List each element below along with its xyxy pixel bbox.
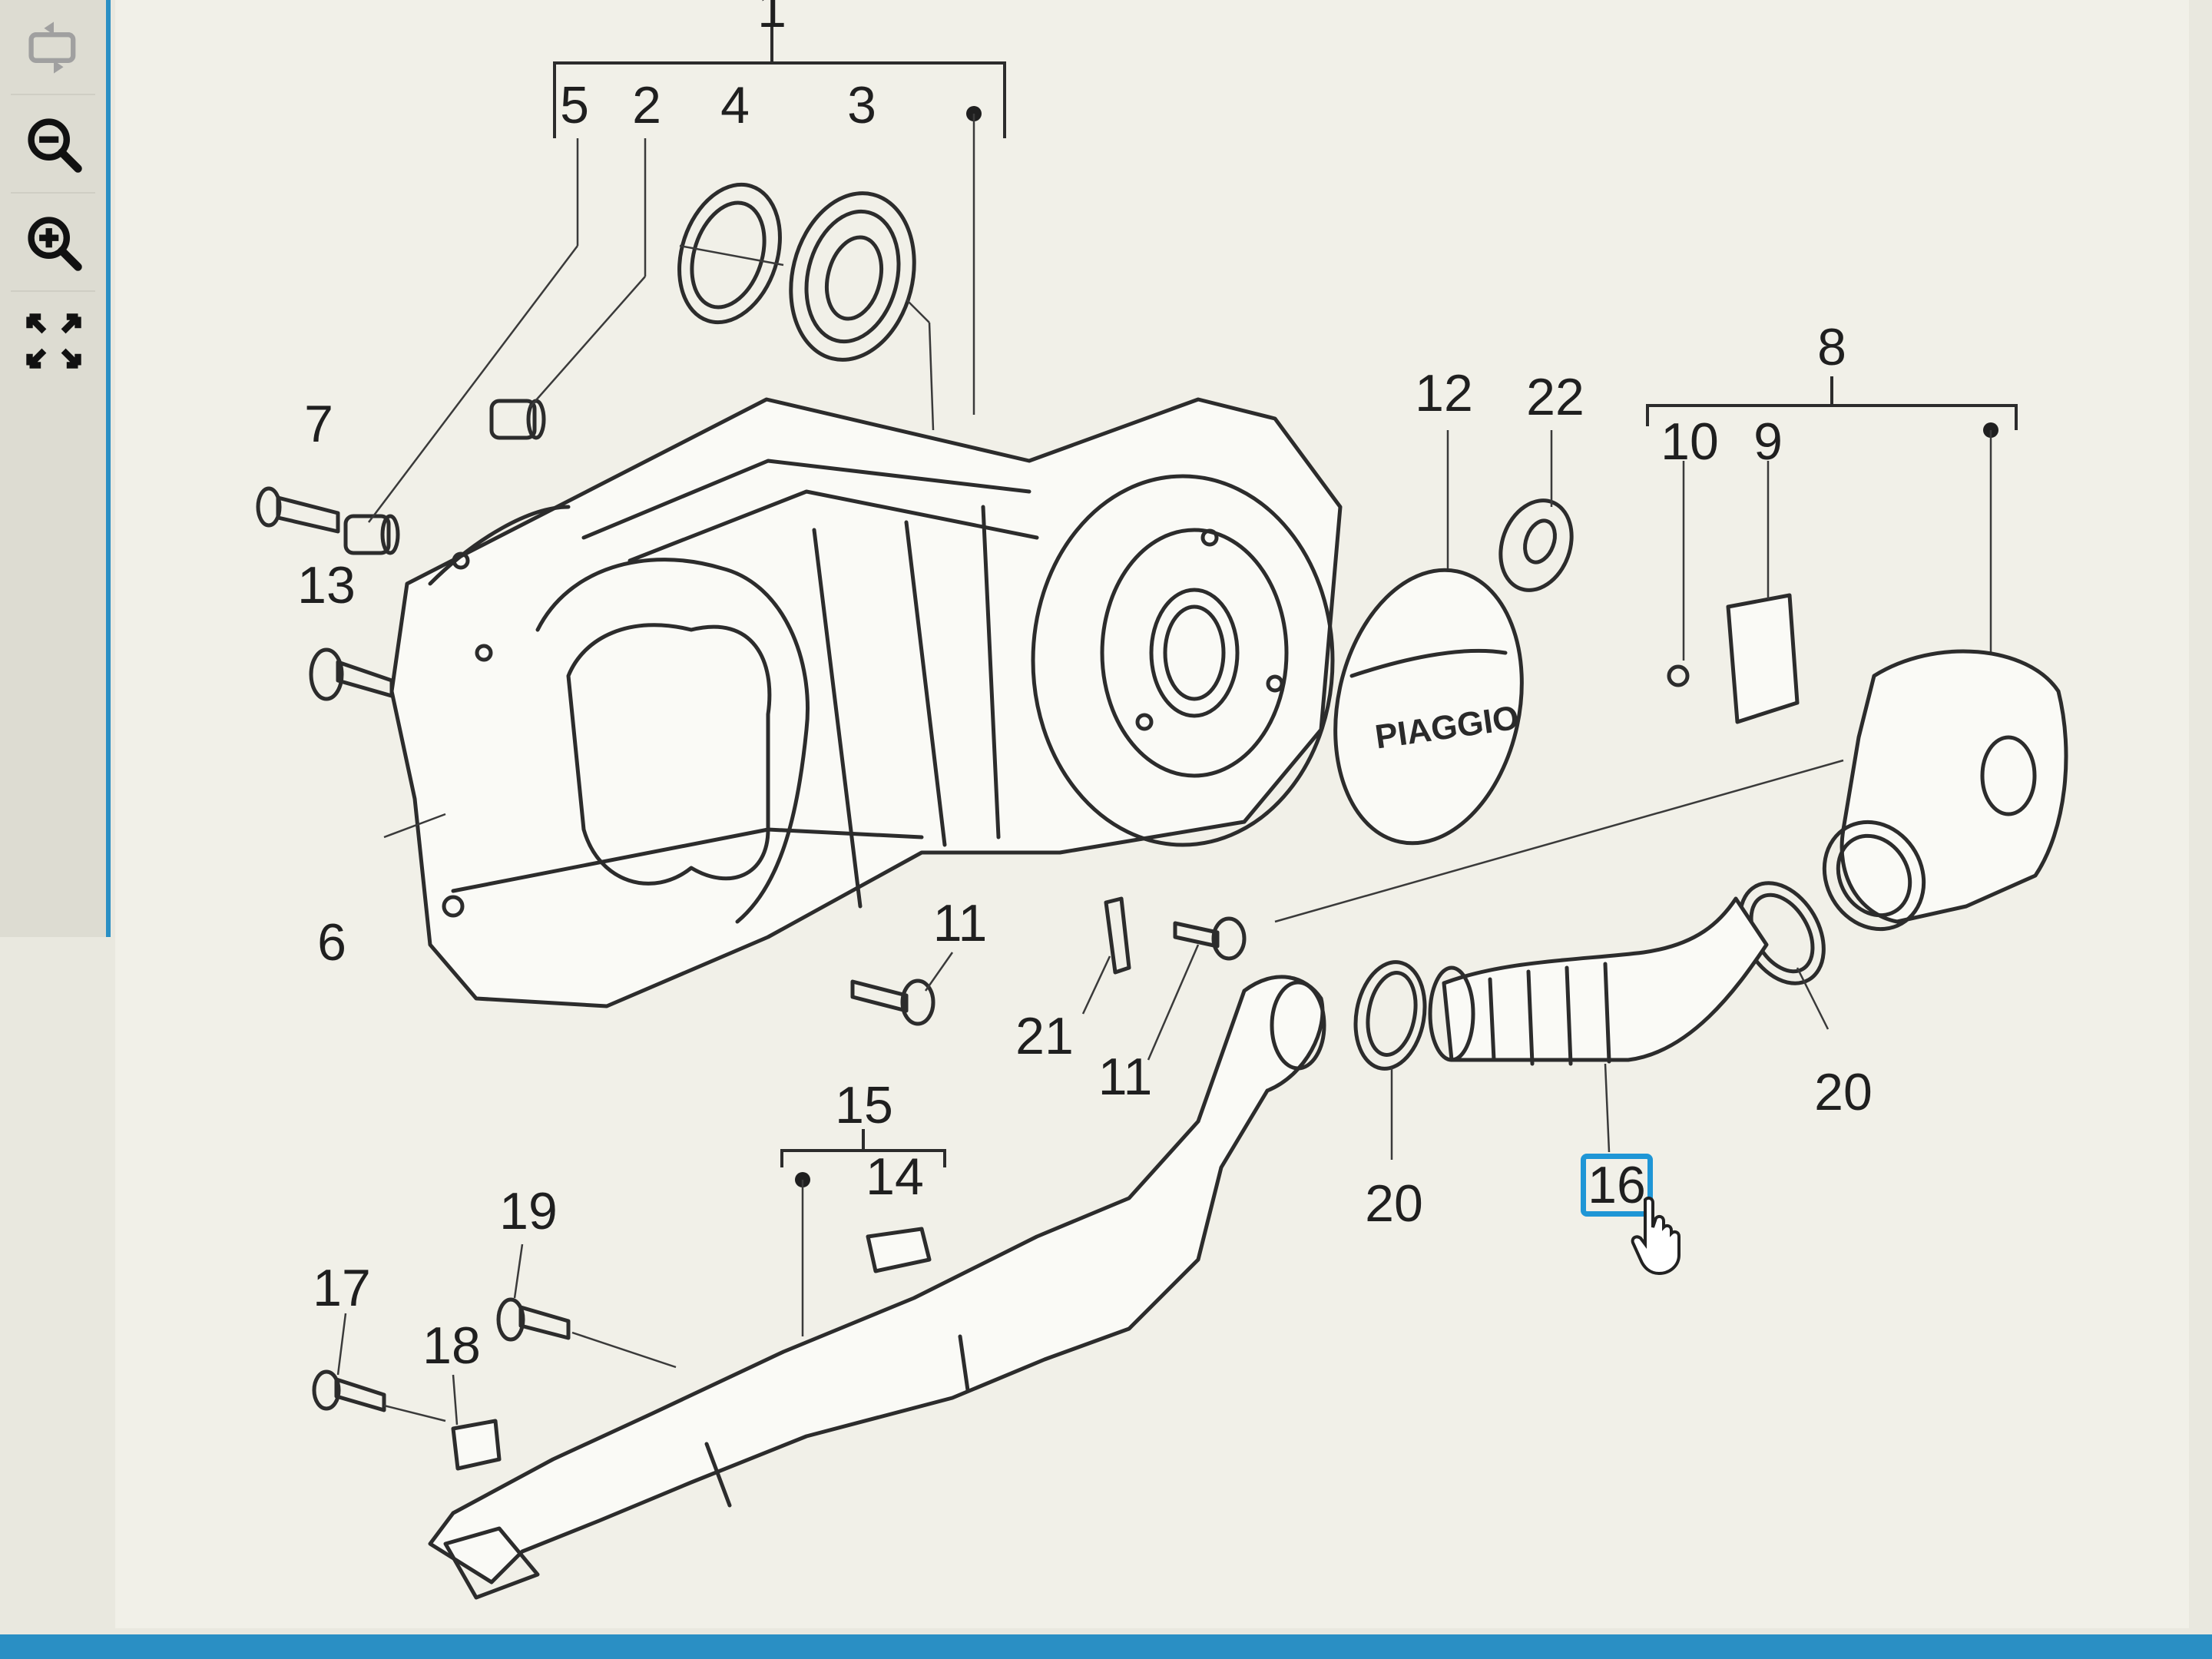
- nut-14: [866, 1227, 932, 1273]
- nut-18: [451, 1374, 502, 1471]
- callout-labels: 1 5 2 4 3 7 13 6 11 21 11 12 22 8 10 9 1…: [297, 0, 1873, 1375]
- label-22: 22: [1526, 368, 1584, 426]
- bracket-group-15: [780, 1129, 946, 1336]
- clip-21: [1081, 896, 1131, 1015]
- dowel-pins: [343, 138, 647, 555]
- leader-6: [383, 813, 446, 839]
- label-1: 1: [757, 0, 786, 38]
- label-18: 18: [422, 1316, 481, 1375]
- zoom-in-icon: [28, 217, 82, 271]
- label-16-selected[interactable]: 16: [1588, 1156, 1646, 1214]
- screw-11-upper: [1147, 916, 1247, 1061]
- hose-clamp-left: [1353, 960, 1427, 1160]
- label-14: 14: [866, 1147, 924, 1206]
- label-2: 2: [632, 76, 661, 134]
- fit-screen-button[interactable]: [17, 304, 91, 378]
- bracket-group-8: [1646, 376, 2018, 676]
- label-15: 15: [835, 1076, 893, 1134]
- hand-pointer-cursor-icon: [1631, 1196, 1681, 1276]
- rotate-icon: [28, 22, 76, 74]
- screw-17: [312, 1313, 446, 1422]
- label-10: 10: [1661, 412, 1719, 471]
- zoom-out-icon: [28, 118, 82, 173]
- bearing-part: [789, 191, 935, 431]
- label-13: 13: [297, 556, 356, 614]
- screw-7: [256, 486, 340, 534]
- air-duct-housing: [1822, 649, 2068, 932]
- label-17: 17: [313, 1259, 371, 1317]
- cooling-duct: [428, 975, 1326, 1600]
- screw-19: [496, 1243, 677, 1369]
- plate-9: [1726, 461, 1800, 724]
- zoom-in-button[interactable]: [17, 206, 91, 280]
- viewer-toolbar: [0, 0, 111, 937]
- leader-duct-line: [1274, 759, 1844, 923]
- label-8: 8: [1817, 318, 1846, 376]
- label-12: 12: [1415, 364, 1473, 422]
- oil-seal-part: [677, 182, 784, 325]
- label-19: 19: [499, 1182, 558, 1240]
- label-20-right: 20: [1814, 1063, 1873, 1121]
- screw-11-lower: [850, 952, 954, 1026]
- label-3: 3: [847, 76, 876, 134]
- label-9: 9: [1753, 412, 1783, 471]
- air-intake-hose: [1428, 896, 1769, 1153]
- label-11-lower: 11: [933, 894, 988, 952]
- selected-part-highlight[interactable]: [1581, 1154, 1653, 1217]
- grommet-22: [1498, 430, 1574, 592]
- label-5: 5: [560, 76, 589, 134]
- label-20-left: 20: [1365, 1174, 1423, 1233]
- screw-10: [1667, 461, 1690, 687]
- bracket-group-1: [553, 23, 1006, 415]
- transmission-cover: [389, 397, 1343, 1008]
- label-11-upper: 11: [1098, 1048, 1153, 1106]
- fit-screen-icon: [26, 313, 81, 369]
- label-7: 7: [304, 395, 333, 453]
- label-21: 21: [1015, 1007, 1074, 1065]
- rotate-button[interactable]: [17, 11, 91, 84]
- label-6: 6: [317, 913, 346, 972]
- zoom-out-button[interactable]: [17, 108, 91, 181]
- piaggio-badge-cover: PIAGGIO: [1333, 430, 1524, 846]
- bottom-status-bar: [0, 1634, 2212, 1659]
- label-4: 4: [720, 76, 750, 134]
